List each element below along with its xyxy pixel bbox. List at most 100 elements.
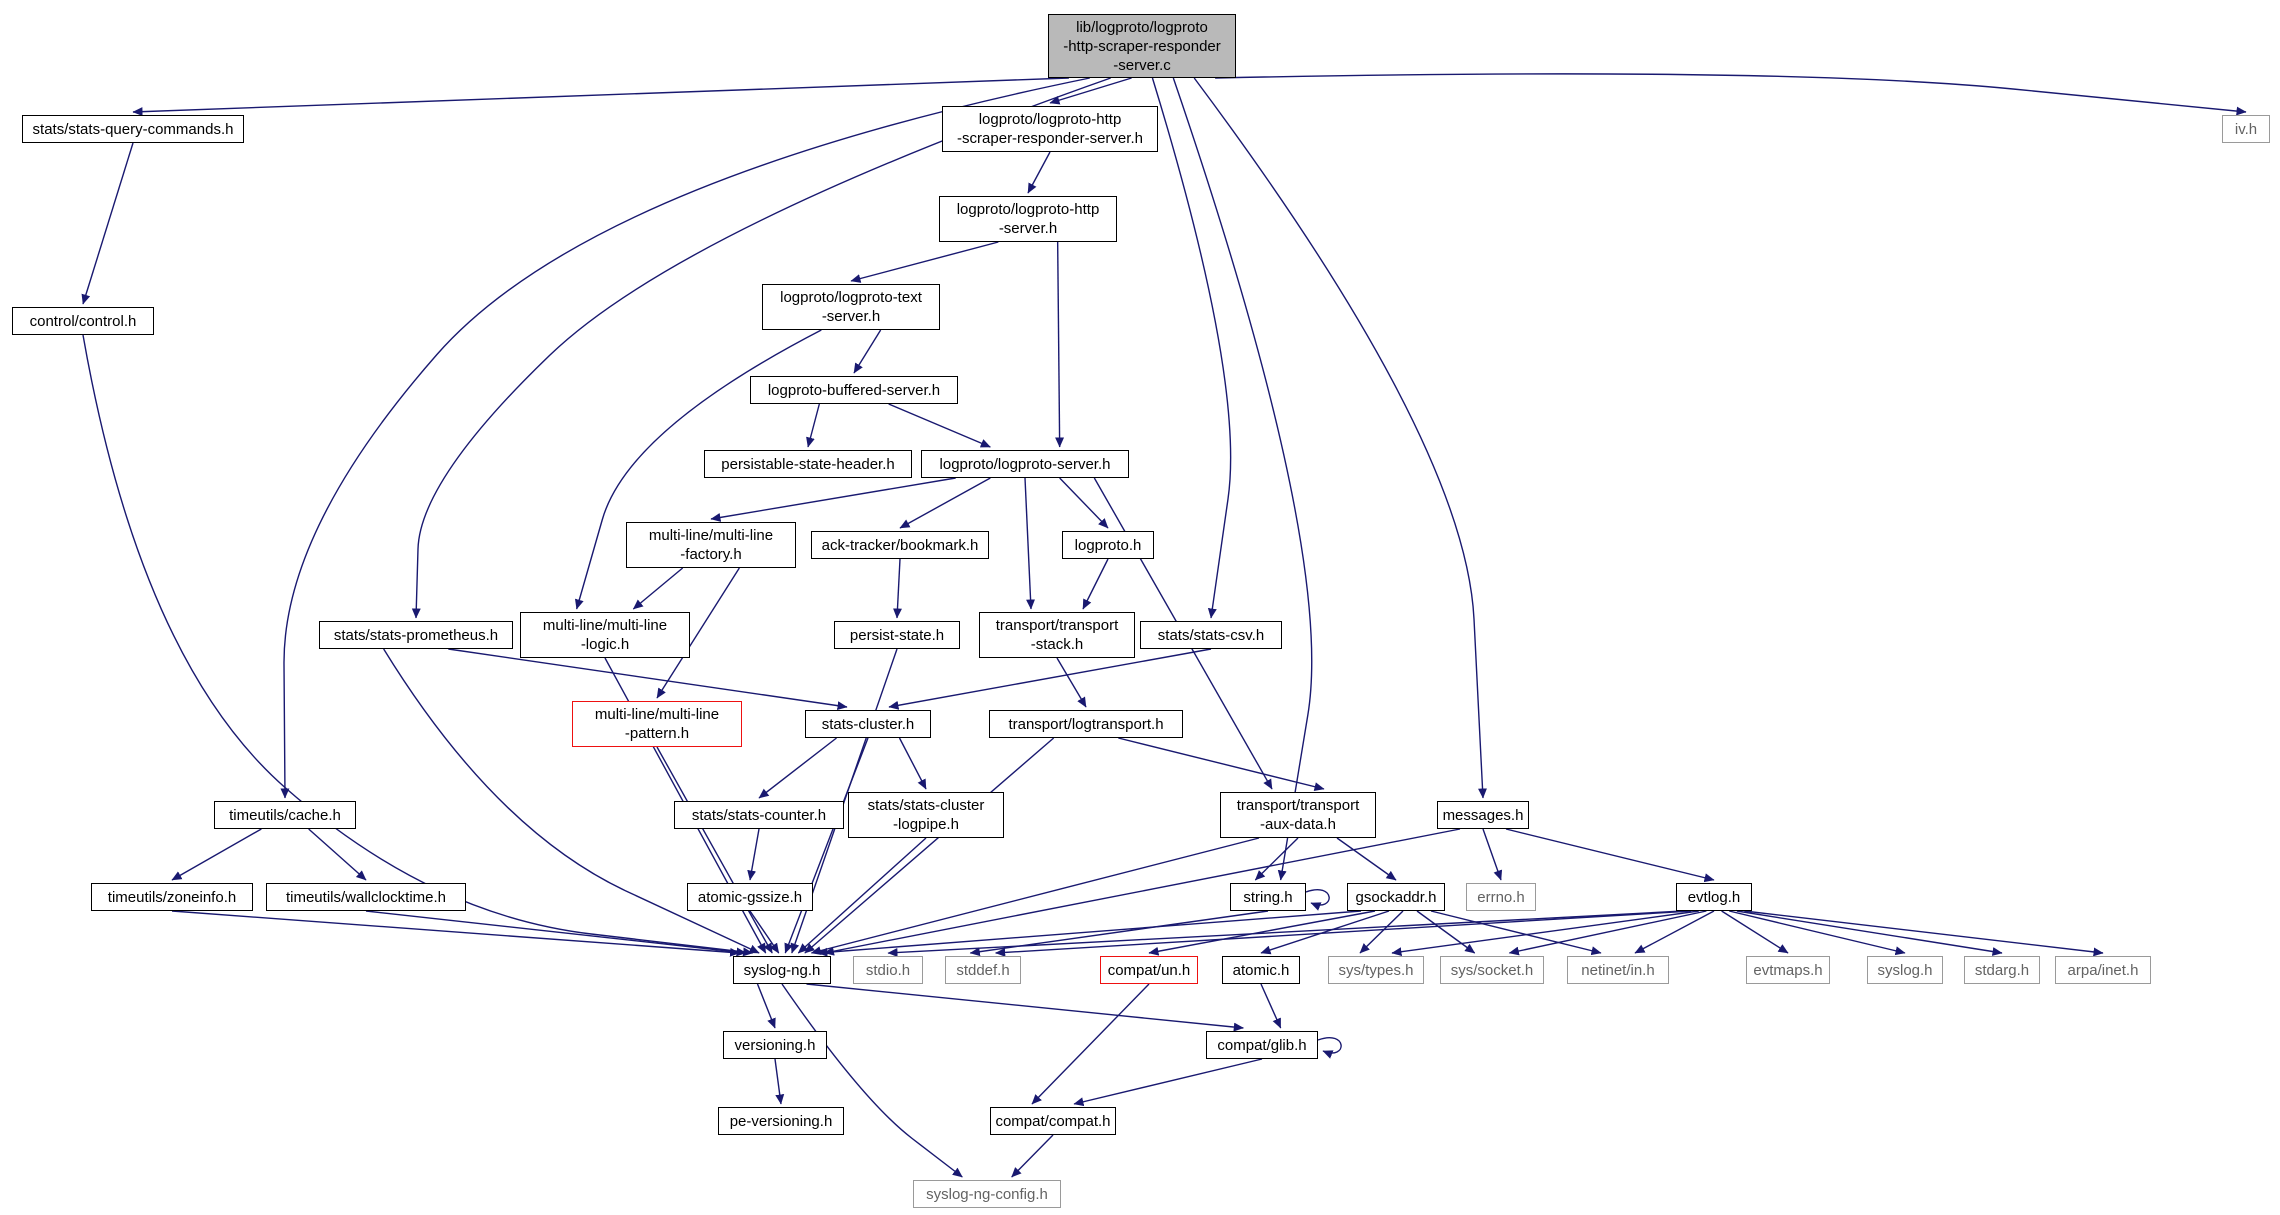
- include-edge-n17-n21: [1056, 657, 1087, 708]
- include-edge-n8-n10: [888, 403, 991, 448]
- include-edge-n10-n13: [1059, 477, 1109, 529]
- include-edge-n12-n16: [893, 558, 902, 619]
- graph-node-logproto-logproto-http-scraper-responder-server-h[interactable]: logproto/logproto-http -scraper-responde…: [942, 106, 1158, 152]
- graph-node-multi-line-multi-line-pattern-h[interactable]: multi-line/multi-line -pattern.h: [572, 701, 742, 747]
- graph-node-lib-logproto-logproto-http-scraper-responder-server-c: lib/logproto/logproto -http-scraper-resp…: [1048, 14, 1236, 78]
- include-edge-n1-n14: [411, 77, 1111, 619]
- include-edge-n1-n4: [1215, 73, 2247, 116]
- graph-node-evtlog-h[interactable]: evtlog.h: [1676, 883, 1752, 911]
- include-edge-n23-n29: [747, 828, 760, 881]
- graph-node-timeutils-cache-h[interactable]: timeutils/cache.h: [214, 801, 356, 829]
- graph-node-atomic-gssize-h[interactable]: atomic-gssize.h: [687, 883, 813, 911]
- graph-node-errno-h: errno.h: [1466, 883, 1536, 911]
- include-edge-n47-n49: [1073, 1058, 1263, 1107]
- graph-node-messages-h[interactable]: messages.h: [1437, 801, 1529, 829]
- graph-node-stats-stats-csv-h[interactable]: stats/stats-csv.h: [1140, 621, 1282, 649]
- graph-node-ack-tracker-bookmark-h[interactable]: ack-tracker/bookmark.h: [811, 531, 989, 559]
- include-edge-n22-n27: [171, 828, 262, 881]
- graph-node-versioning-h[interactable]: versioning.h: [723, 1031, 827, 1059]
- include-edge-n1-n26: [1193, 77, 1487, 799]
- graph-node-logproto-logproto-server-h[interactable]: logproto/logproto-server.h: [921, 450, 1129, 478]
- graph-node-transport-transport-aux-data-h[interactable]: transport/transport -aux-data.h: [1220, 792, 1376, 838]
- include-edge-n46-n48: [774, 1058, 785, 1105]
- graph-node-stats-stats-prometheus-h[interactable]: stats/stats-prometheus.h: [319, 621, 513, 649]
- include-edge-n37-n49: [1031, 983, 1150, 1105]
- graph-node-timeutils-wallclocktime-h[interactable]: timeutils/wallclocktime.h: [266, 883, 466, 911]
- graph-node-gsockaddr-h[interactable]: gsockaddr.h: [1347, 883, 1445, 911]
- graph-node-compat-glib-h[interactable]: compat/glib.h: [1206, 1031, 1318, 1059]
- graph-node-atomic-h[interactable]: atomic.h: [1222, 956, 1300, 984]
- include-edge-n1-n3: [1049, 77, 1132, 105]
- include-edge-n31-n37: [1148, 910, 1376, 956]
- graph-node-persist-state-h[interactable]: persist-state.h: [834, 621, 960, 649]
- graph-node-transport-logtransport-h[interactable]: transport/logtransport.h: [989, 710, 1183, 738]
- graph-node-persistable-state-header-h[interactable]: persistable-state-header.h: [704, 450, 912, 478]
- graph-node-control-control-h[interactable]: control/control.h: [12, 307, 154, 335]
- graph-node-stats-stats-counter-h[interactable]: stats/stats-counter.h: [674, 801, 844, 829]
- include-edge-n8-n9: [806, 403, 821, 448]
- include-edge-n31-n41: [1430, 910, 1602, 956]
- include-edge-n22-n28: [308, 828, 367, 881]
- graph-node-stats-stats-cluster-logpipe-h[interactable]: stats/stats-cluster -logpipe.h: [848, 792, 1004, 838]
- include-edge-n31-n40: [1416, 910, 1476, 954]
- graph-node-stats-cluster-h[interactable]: stats-cluster.h: [805, 710, 931, 738]
- include-edge-n2-n5: [81, 142, 134, 305]
- include-edge-n1-n2: [132, 77, 1069, 117]
- include-edge-n26-n33: [1505, 828, 1715, 883]
- graph-node-logproto-buffered-server-h[interactable]: logproto-buffered-server.h: [750, 376, 958, 404]
- include-edge-n18-n20: [888, 648, 1212, 710]
- include-edge-n19-n34: [656, 746, 773, 954]
- include-edge-n11-n19: [656, 567, 740, 699]
- include-edge-n10-n12: [899, 477, 991, 529]
- include-edge-n34-n47: [806, 983, 1244, 1032]
- include-edge-n33-n45: [1744, 910, 2104, 957]
- include-edge-n33-n41: [1634, 910, 1715, 954]
- include-edge-n6-n10: [1055, 241, 1065, 448]
- graph-node-transport-transport-stack-h[interactable]: transport/transport -stack.h: [979, 612, 1135, 658]
- include-edge-n33-n43: [1729, 910, 1906, 956]
- graph-node-string-h[interactable]: string.h: [1230, 883, 1306, 911]
- graph-node-stddef-h: stddef.h: [945, 956, 1021, 984]
- graph-node-stdio-h: stdio.h: [853, 956, 923, 984]
- include-edge-n33-n39: [1391, 910, 1699, 957]
- graph-node-syslog-ng-h[interactable]: syslog-ng.h: [733, 956, 831, 984]
- graph-node-evtmaps-h: evtmaps.h: [1746, 956, 1830, 984]
- include-edge-n21-n34: [804, 737, 1055, 954]
- include-edge-n33-n42: [1721, 910, 1789, 954]
- graph-node-compat-compat-h[interactable]: compat/compat.h: [990, 1107, 1116, 1135]
- include-edge-n33-n44: [1736, 910, 2003, 956]
- include-edge-n33-n36: [995, 910, 1692, 957]
- graph-node-multi-line-multi-line-factory-h[interactable]: multi-line/multi-line -factory.h: [626, 522, 796, 568]
- include-edge-n1-n30: [1172, 77, 1313, 881]
- include-edge-n24-n34: [797, 837, 927, 954]
- include-edge-n26-n34: [823, 828, 1461, 956]
- graph-node-timeutils-zoneinfo-h[interactable]: timeutils/zoneinfo.h: [91, 883, 253, 911]
- graph-node-iv-h: iv.h: [2222, 115, 2270, 143]
- include-edge-n28-n34: [365, 910, 747, 957]
- graph-node-multi-line-multi-line-logic-h[interactable]: multi-line/multi-line -logic.h: [520, 612, 690, 658]
- include-edge-n47-n47: [1317, 1037, 1342, 1059]
- include-edge-n25-n30: [1254, 837, 1299, 881]
- include-edge-n7-n15: [574, 329, 822, 610]
- include-edge-n6-n7: [850, 241, 999, 283]
- edge-group: [81, 73, 2247, 1178]
- graph-node-netinet-in-h: netinet/in.h: [1567, 956, 1669, 984]
- include-edge-n21-n25: [1118, 737, 1325, 792]
- graph-node-pe-versioning-h[interactable]: pe-versioning.h: [718, 1107, 844, 1135]
- graph-node-syslog-h: syslog.h: [1867, 956, 1943, 984]
- include-edge-n25-n31: [1336, 837, 1397, 881]
- graph-node-stats-stats-query-commands-h[interactable]: stats/stats-query-commands.h: [22, 115, 244, 143]
- graph-node-stdarg-h: stdarg.h: [1964, 956, 2040, 984]
- graph-node-logproto-logproto-text-server-h[interactable]: logproto/logproto-text -server.h: [762, 284, 940, 330]
- include-edge-n14-n34: [383, 648, 760, 954]
- include-edge-n34-n50: [781, 983, 963, 1178]
- include-edge-n34-n46: [756, 983, 776, 1029]
- include-edge-n29-n34: [749, 910, 780, 954]
- include-edge-n20-n34: [784, 737, 869, 954]
- include-edge-n1-n22: [280, 77, 1090, 799]
- graph-node-logproto-logproto-http-server-h[interactable]: logproto/logproto-http -server.h: [939, 196, 1117, 242]
- graph-node-logproto-h[interactable]: logproto.h: [1062, 531, 1154, 559]
- graph-node-compat-un-h[interactable]: compat/un.h: [1100, 956, 1198, 984]
